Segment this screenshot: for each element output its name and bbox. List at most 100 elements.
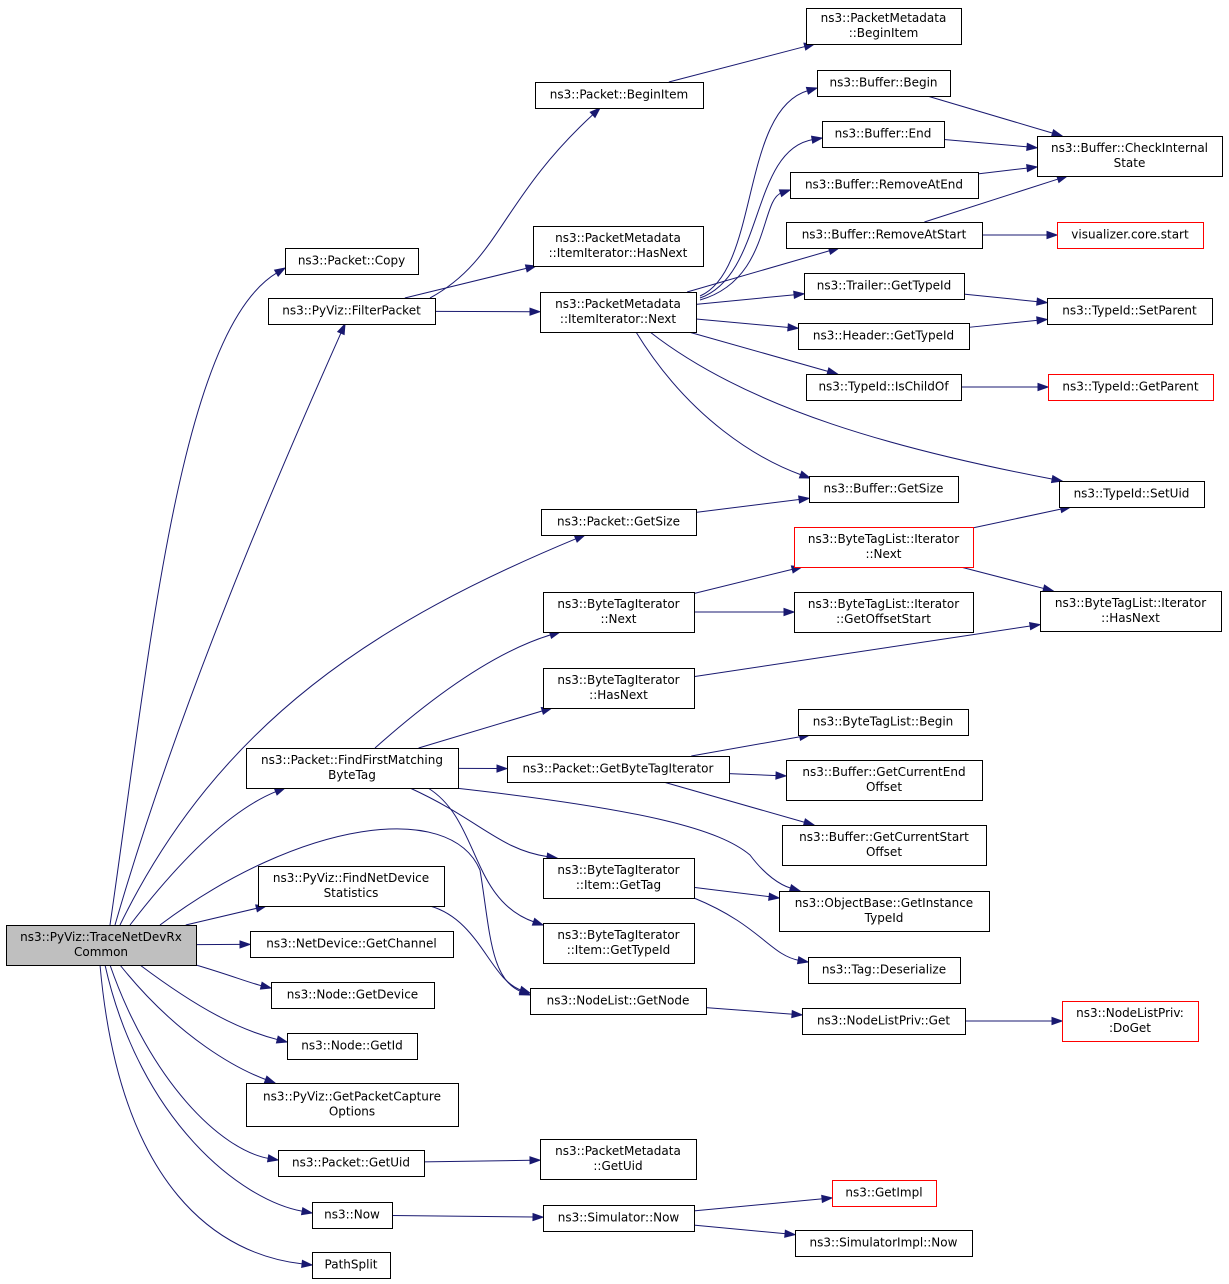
edge-findfirst-to-bti_hasnext bbox=[418, 706, 554, 749]
node-pm-next[interactable]: ns3::PacketMetadata::ItemIterator::Next bbox=[540, 292, 697, 333]
node-label: ns3::ByteTagList::Iterator bbox=[808, 532, 959, 546]
node-label: ::BeginItem bbox=[849, 26, 919, 40]
node-nodelistpriv-get[interactable]: ns3::NodeListPriv::Get bbox=[802, 1008, 966, 1035]
node-label: ns3::Packet::FindFirstMatching bbox=[261, 753, 443, 767]
node-box bbox=[798, 709, 969, 736]
node-label: Statistics bbox=[324, 886, 379, 900]
node-typeid-setparent[interactable]: ns3::TypeId::SetParent bbox=[1047, 298, 1213, 325]
edge-pm_next-to-buffer_begin bbox=[699, 86, 819, 297]
edge-root-to-now bbox=[104, 964, 314, 1216]
node-simulatorimpl-now[interactable]: ns3::SimulatorImpl::Now bbox=[795, 1230, 973, 1257]
node-typeid-setuid[interactable]: ns3::TypeId::SetUid bbox=[1059, 481, 1205, 508]
edge-findnetdevice-to-nodelist_getnode bbox=[429, 905, 532, 994]
node-packet-beginitem[interactable]: ns3::Packet::BeginItem bbox=[535, 82, 704, 109]
node-label: ::GetOffsetStart bbox=[836, 612, 931, 626]
node-label: ns3::PacketMetadata bbox=[555, 297, 681, 311]
node-trailer-gettypeid[interactable]: ns3::Trailer::GetTypeId bbox=[804, 273, 965, 300]
node-box bbox=[246, 748, 459, 789]
edge-pm_next-to-buffer_end bbox=[699, 135, 824, 299]
edge-pm_next-to-header_gettypeid bbox=[695, 318, 800, 332]
node-box bbox=[1062, 1001, 1199, 1042]
node-btl-iter-next[interactable]: ns3::ByteTagList::Iterator::Next bbox=[794, 527, 974, 568]
node-header-gettypeid[interactable]: ns3::Header::GetTypeId bbox=[798, 323, 970, 350]
node-label: ns3::TypeId::SetParent bbox=[1062, 304, 1197, 318]
edge-pm_next-to-buffer_getsize bbox=[635, 331, 812, 479]
node-buffer-begin[interactable]: ns3::Buffer::Begin bbox=[817, 70, 951, 97]
node-btl-getoffsetstart[interactable]: ns3::ByteTagList::Iterator::GetOffsetSta… bbox=[794, 592, 974, 633]
edge-root-to-pathsplit bbox=[99, 964, 314, 1269]
node-label: ns3::Tag::Deserialize bbox=[822, 963, 946, 977]
node-buffer-removeatend[interactable]: ns3::Buffer::RemoveAtEnd bbox=[790, 172, 979, 199]
node-label: :DoGet bbox=[1109, 1021, 1151, 1035]
edge-root-to-node_getdevice bbox=[195, 964, 273, 990]
node-label: ns3::Packet::GetUid bbox=[292, 1156, 410, 1170]
node-buffer-getsize[interactable]: ns3::Buffer::GetSize bbox=[809, 476, 959, 503]
node-label: ns3::Node::GetId bbox=[301, 1039, 403, 1053]
node-node-getdevice[interactable]: ns3::Node::GetDevice bbox=[271, 982, 435, 1009]
node-bti-item-gettypeid[interactable]: ns3::ByteTagIterator::Item::GetTypeId bbox=[543, 923, 695, 964]
node-box bbox=[806, 374, 962, 401]
node-label: ns3::NodeList::GetNode bbox=[547, 994, 690, 1008]
node-label: ns3::PacketMetadata bbox=[555, 1144, 681, 1158]
edge-bti_next-to-btl_getoffsetstart bbox=[694, 607, 796, 617]
node-box bbox=[507, 756, 730, 783]
node-pm-hasnext[interactable]: ns3::PacketMetadata::ItemIterator::HasNe… bbox=[533, 226, 704, 267]
node-typeid-getparent[interactable]: ns3::TypeId::GetParent bbox=[1048, 374, 1214, 401]
node-btl-begin[interactable]: ns3::ByteTagList::Begin bbox=[798, 709, 969, 736]
node-btl-hasnext[interactable]: ns3::ByteTagList::Iterator::HasNext bbox=[1040, 591, 1222, 632]
node-bti-hasnext[interactable]: ns3::ByteTagIterator::HasNext bbox=[543, 668, 695, 709]
node-packet-getsize[interactable]: ns3::Packet::GetSize bbox=[541, 509, 697, 536]
node-bti-next[interactable]: ns3::ByteTagIterator::Next bbox=[543, 592, 695, 633]
node-label: ns3::Packet::GetByteTagIterator bbox=[523, 762, 714, 776]
node-pathsplit[interactable]: PathSplit bbox=[312, 1252, 391, 1279]
node-nodelist-getnode[interactable]: ns3::NodeList::GetNode bbox=[530, 988, 707, 1015]
node-box bbox=[1040, 591, 1222, 632]
node-typeid-ischildof[interactable]: ns3::TypeId::IsChildOf bbox=[806, 374, 962, 401]
edge-now-to-simulator_now bbox=[391, 1212, 545, 1222]
edge-header_gettypeid-to-typeid_setparent bbox=[968, 316, 1049, 328]
node-now[interactable]: ns3::Now bbox=[312, 1202, 393, 1229]
node-label: ::HasNext bbox=[1101, 611, 1160, 625]
node-simulator-now[interactable]: ns3::Simulator::Now bbox=[543, 1205, 695, 1232]
node-box bbox=[809, 476, 959, 503]
node-netdevice-getchannel[interactable]: ns3::NetDevice::GetChannel bbox=[250, 931, 454, 958]
node-buffer-removeatstart[interactable]: ns3::Buffer::RemoveAtStart bbox=[786, 222, 983, 249]
edge-simulator_now-to-getimpl bbox=[693, 1194, 834, 1212]
node-packet-getuid[interactable]: ns3::Packet::GetUid bbox=[278, 1150, 425, 1177]
edge-pm_next-to-trailer_gettypeid bbox=[695, 290, 806, 305]
node-bti-item-gettag[interactable]: ns3::ByteTagIterator::Item::GetTag bbox=[543, 858, 695, 899]
node-label: ns3::Simulator::Now bbox=[558, 1211, 680, 1225]
node-label: Offset bbox=[866, 845, 902, 859]
node-box bbox=[268, 298, 436, 325]
node-nodelistpriv-doget[interactable]: ns3::NodeListPriv::DoGet bbox=[1062, 1001, 1199, 1042]
node-label: ByteTag bbox=[328, 768, 376, 782]
node-getimpl[interactable]: ns3::GetImpl bbox=[832, 1180, 937, 1207]
node-box bbox=[1047, 298, 1213, 325]
node-pm-getuid[interactable]: ns3::PacketMetadata::GetUid bbox=[540, 1139, 697, 1180]
node-buffer-end[interactable]: ns3::Buffer::End bbox=[822, 121, 945, 148]
node-packet-copy[interactable]: ns3::Packet::Copy bbox=[285, 248, 419, 275]
node-pm-beginitem[interactable]: ns3::PacketMetadata::BeginItem bbox=[806, 8, 962, 45]
edge-filterpacket-to-packet_beginitem bbox=[429, 106, 602, 299]
node-tag-deserialize[interactable]: ns3::Tag::Deserialize bbox=[808, 957, 961, 984]
node-label: ::ItemIterator::Next bbox=[560, 312, 676, 326]
node-viz-start[interactable]: visualizer.core.start bbox=[1057, 222, 1204, 249]
edges-layer bbox=[99, 42, 1073, 1269]
node-node-getid[interactable]: ns3::Node::GetId bbox=[287, 1033, 418, 1060]
node-box bbox=[258, 866, 445, 907]
node-getbytetagiterator[interactable]: ns3::Packet::GetByteTagIterator bbox=[507, 756, 730, 783]
edge-bti_next-to-btl_iter_next bbox=[693, 565, 804, 594]
node-label: ns3::PyViz::GetPacketCapture bbox=[263, 1090, 441, 1104]
node-box bbox=[285, 248, 419, 275]
node-label: ns3::PyViz::FilterPacket bbox=[282, 304, 421, 318]
node-filterpacket[interactable]: ns3::PyViz::FilterPacket bbox=[268, 298, 436, 325]
